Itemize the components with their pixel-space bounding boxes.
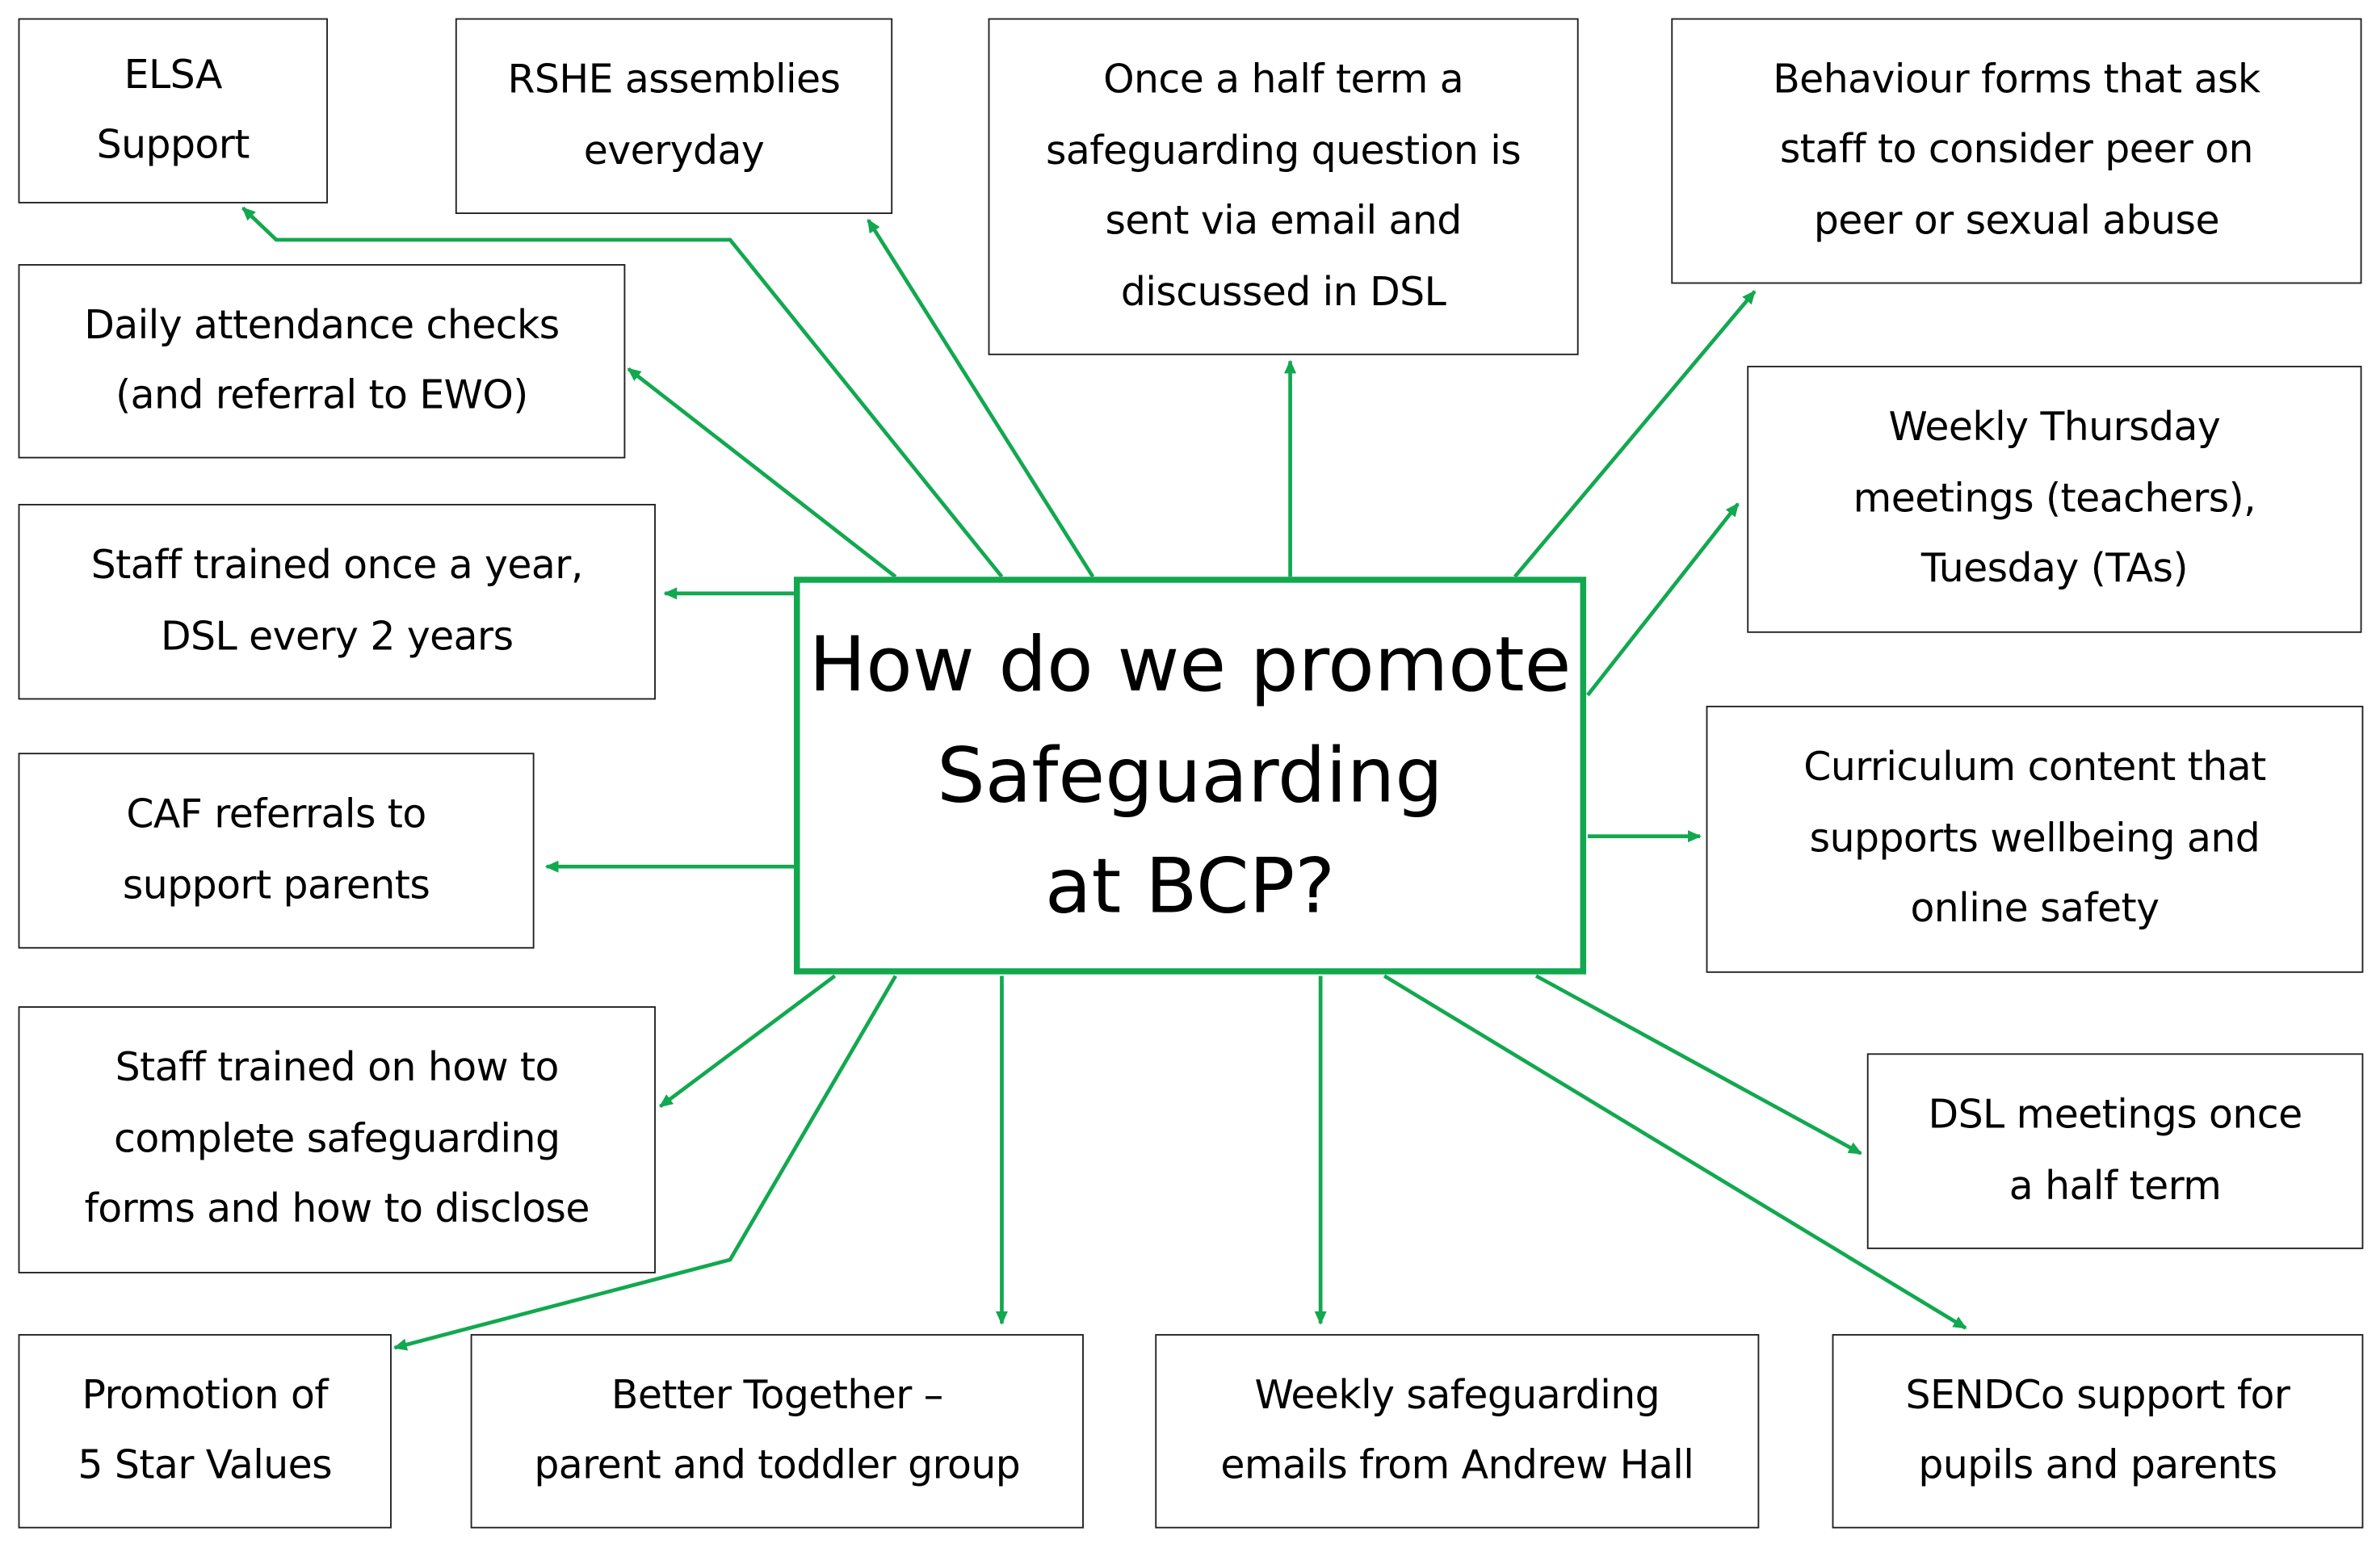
node-label: SENDCo support for pupils and parents <box>1905 1373 2290 1489</box>
node-staff-trained-forms: Staff trained on how to complete safegua… <box>18 1006 656 1273</box>
node-label: Weekly safeguarding emails from Andrew H… <box>1220 1373 1694 1489</box>
node-staff-trained-yearly: Staff trained once a year, DSL every 2 y… <box>18 503 656 700</box>
central-question-box: How do we promote Safeguarding at BCP? <box>793 577 1587 975</box>
node-weekly-emails: Weekly safeguarding emails from Andrew H… <box>1155 1334 1760 1529</box>
node-caf-referrals: CAF referrals to support parents <box>18 753 535 949</box>
central-question: How do we promote Safeguarding at BCP? <box>808 619 1572 930</box>
node-label: DSL meetings once a half term <box>1928 1093 2303 1210</box>
node-weekly-meetings: Weekly Thursday meetings (teachers), Tue… <box>1747 365 2362 633</box>
arrow-connector <box>1534 974 1862 1156</box>
node-half-term-question: Once a half term a safeguarding question… <box>988 18 1579 355</box>
node-label: Better Together – parent and toddler gro… <box>534 1373 1021 1489</box>
node-label: Staff trained on how to complete safegua… <box>84 1046 590 1233</box>
arrow-connector <box>659 974 837 1109</box>
arrow-connector <box>867 218 1095 578</box>
arrow-connector <box>1513 290 1757 578</box>
node-label: Promotion of 5 Star Values <box>78 1373 333 1489</box>
node-five-star-values: Promotion of 5 Star Values <box>18 1334 392 1529</box>
node-label: Behaviour forms that ask staff to consid… <box>1773 57 2260 245</box>
arrow-connector <box>1383 974 1967 1330</box>
node-label: Curriculum content that supports wellbei… <box>1803 745 2266 933</box>
node-label: Staff trained once a year, DSL every 2 y… <box>90 543 584 660</box>
node-elsa-support: ELSA Support <box>18 18 328 203</box>
node-dsl-meetings: DSL meetings once a half term <box>1866 1053 2364 1249</box>
node-rshe-assemblies: RSHE assemblies everyday <box>455 18 893 215</box>
node-label: CAF referrals to support parents <box>122 792 430 908</box>
node-label: Once a half term a safeguarding question… <box>1046 57 1522 315</box>
node-daily-attendance: Daily attendance checks (and referral to… <box>18 264 626 459</box>
node-curriculum-content: Curriculum content that supports wellbei… <box>1706 705 2364 973</box>
node-behaviour-forms: Behaviour forms that ask staff to consid… <box>1671 18 2362 284</box>
node-label: Daily attendance checks (and referral to… <box>84 302 560 419</box>
arrow-connector <box>1586 502 1740 697</box>
node-label: Weekly Thursday meetings (teachers), Tue… <box>1853 405 2256 593</box>
arrow-connector <box>627 367 897 579</box>
node-label: RSHE assemblies everyday <box>507 57 841 174</box>
node-sendco-support: SENDCo support for pupils and parents <box>1832 1334 2364 1529</box>
arrow-connector <box>241 206 1004 578</box>
node-better-together: Better Together – parent and toddler gro… <box>470 1334 1084 1529</box>
arrow-connector <box>392 975 897 1351</box>
node-label: ELSA Support <box>96 52 250 169</box>
